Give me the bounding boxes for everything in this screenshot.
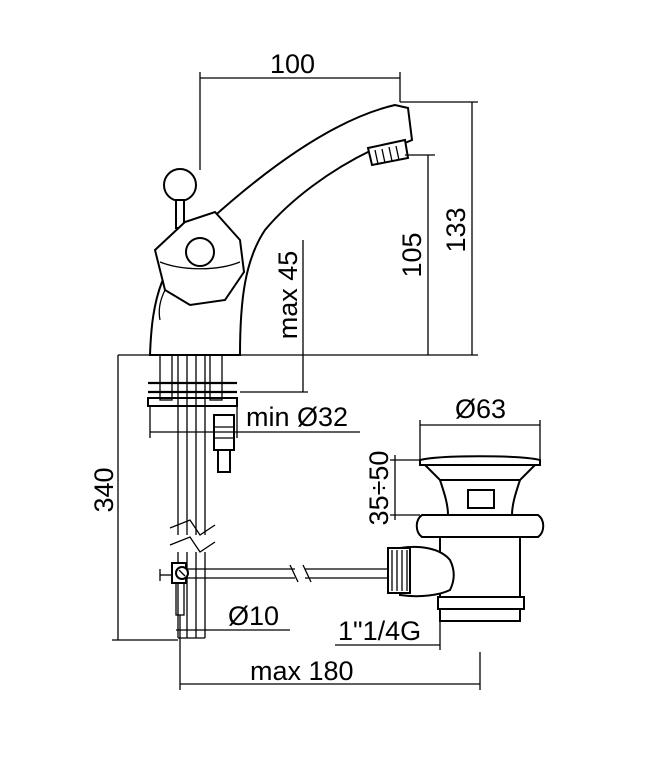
dim-max-deck-thickness: max 45 — [273, 251, 303, 340]
dim-max-rod-reach: max 180 — [250, 656, 354, 686]
dim-total-height: 133 — [441, 207, 471, 252]
dim-waste-thickness-range: 35÷50 — [364, 451, 394, 526]
waste-assembly — [387, 455, 545, 622]
dimension-lines — [112, 72, 541, 690]
dim-spout-reach: 100 — [270, 49, 315, 79]
lever-handle — [153, 168, 246, 321]
pop-up-rod — [186, 564, 390, 583]
dim-spout-height: 105 — [397, 232, 427, 277]
dim-hose-length: 340 — [89, 467, 119, 512]
dim-rod-diameter: Ø10 — [228, 601, 279, 631]
dim-waste-thread: 1"1/4G — [338, 616, 421, 646]
fixing-assembly — [147, 354, 238, 639]
dim-waste-flange-diameter: Ø63 — [455, 394, 506, 424]
dim-min-hole-diameter: min Ø32 — [246, 402, 348, 432]
